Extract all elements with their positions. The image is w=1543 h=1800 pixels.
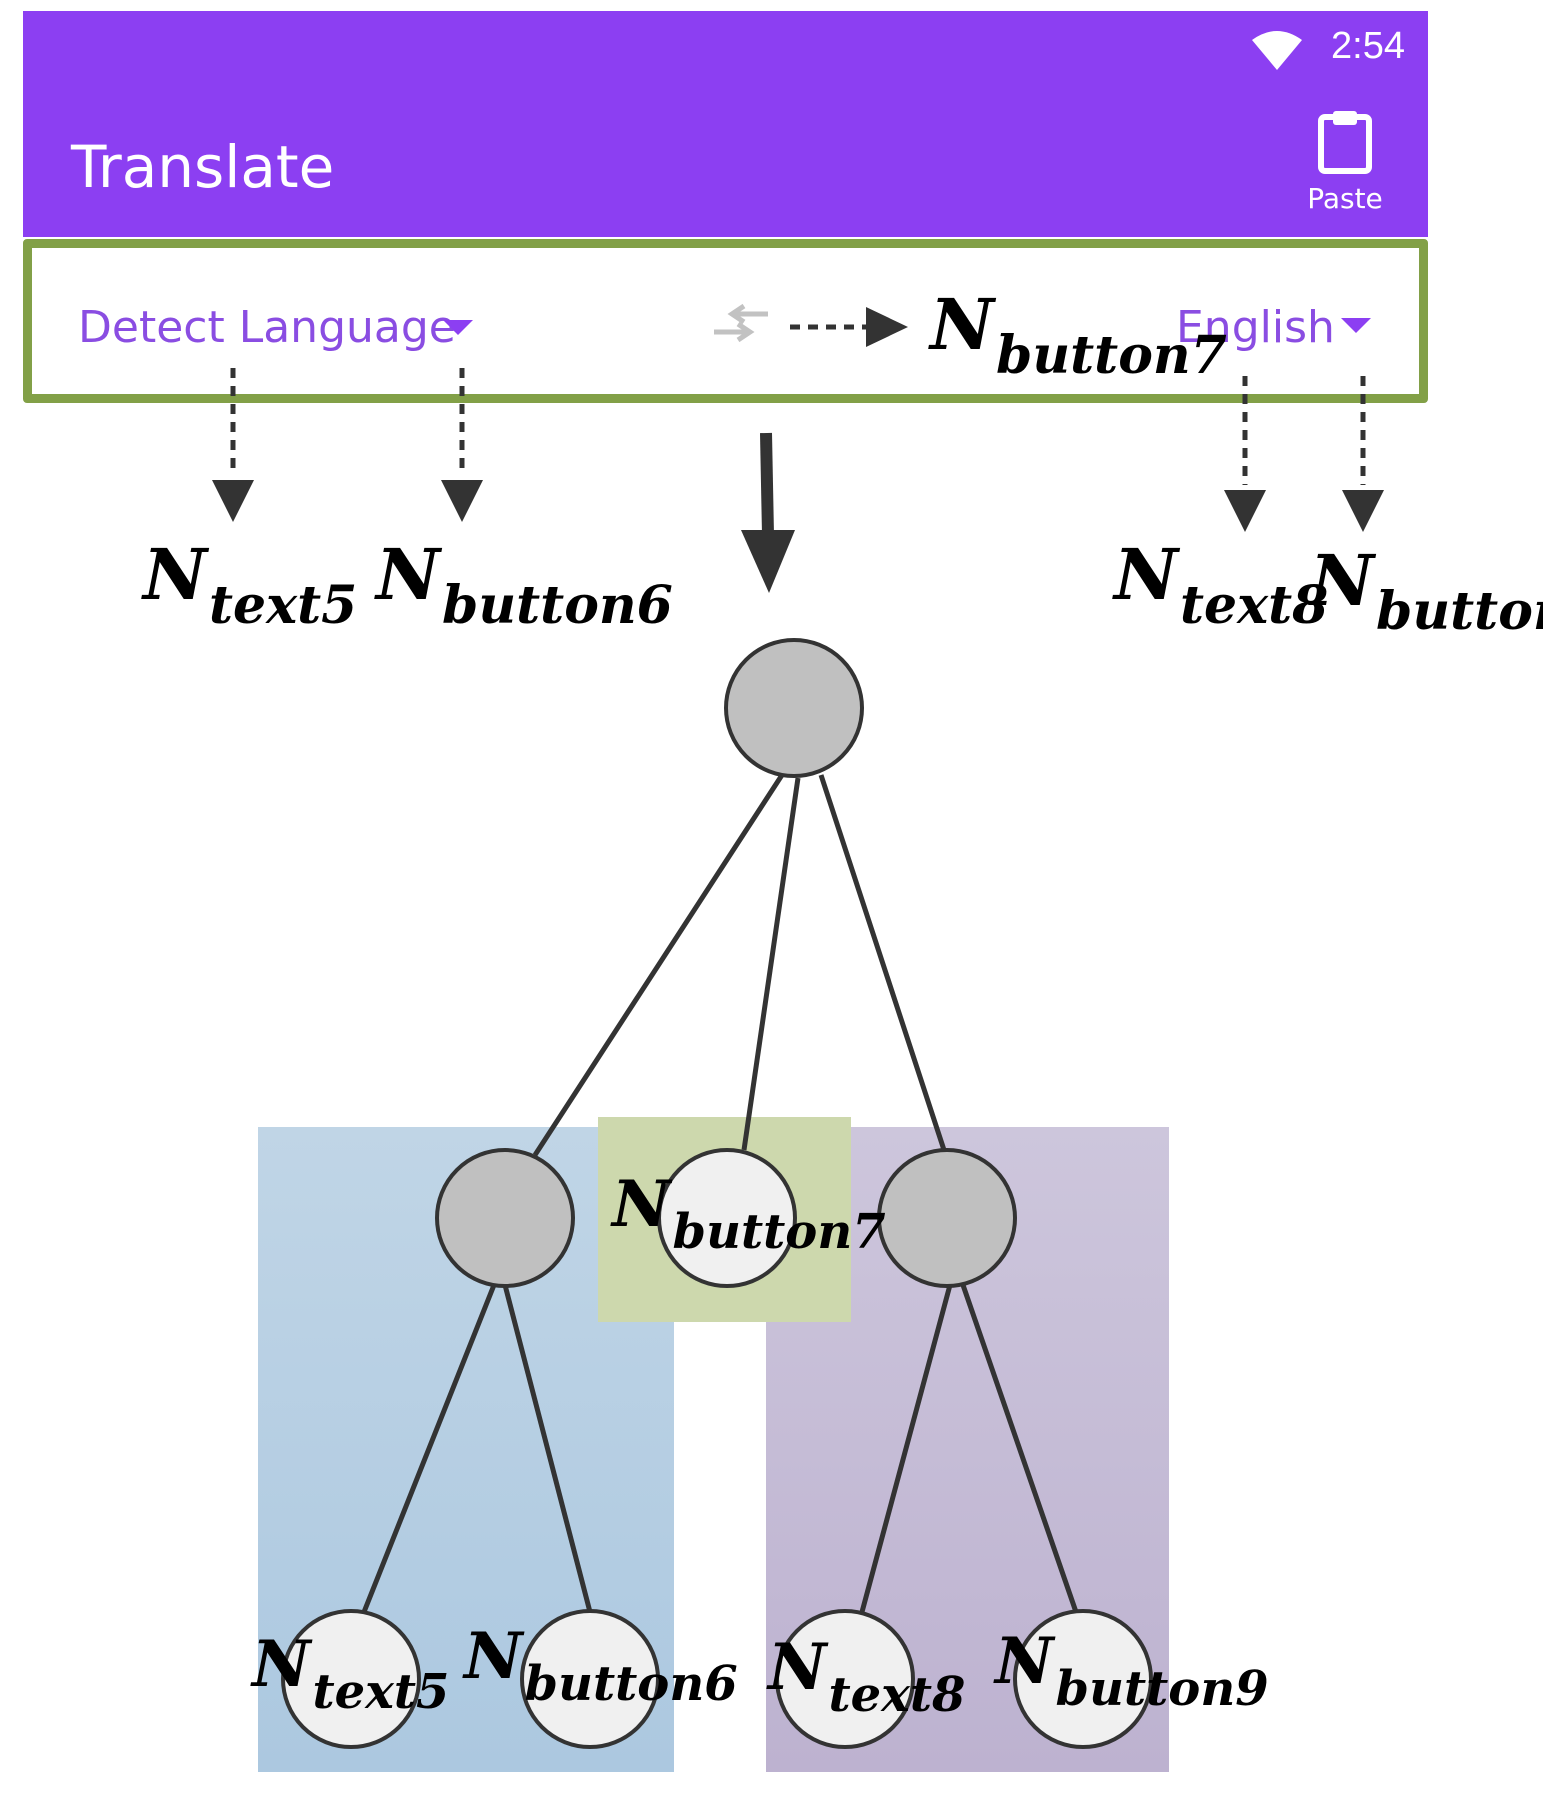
source-language-text[interactable]: Detect Language xyxy=(78,302,456,353)
left-inner-node xyxy=(435,1148,575,1288)
right-inner-node xyxy=(877,1148,1017,1288)
paste-button[interactable]: Paste xyxy=(1302,109,1388,215)
label-button6-node: Nbutton6 xyxy=(464,1619,738,1712)
label-text8-ui: Ntext8 xyxy=(1114,533,1329,636)
label-text5-ui: Ntext5 xyxy=(143,533,358,636)
text5-node xyxy=(281,1609,421,1749)
label-button6-ui: Nbutton6 xyxy=(376,533,673,636)
text8-node xyxy=(775,1609,915,1749)
label-button9-node: Nbutton9 xyxy=(995,1624,1269,1717)
target-dropdown-icon[interactable] xyxy=(1341,318,1371,333)
app-bar: 2:54 Translate Paste xyxy=(23,11,1428,237)
highlight-box xyxy=(23,239,1428,403)
main-arrow xyxy=(760,432,774,536)
status-time: 2:54 xyxy=(1331,25,1405,67)
button9-node xyxy=(1013,1609,1153,1749)
button7-node xyxy=(657,1148,797,1288)
wifi-icon xyxy=(1252,31,1302,70)
paste-label: Paste xyxy=(1307,182,1383,215)
label-text8-node: Ntext8 xyxy=(768,1630,966,1723)
label-button7-node: Nbutton7 xyxy=(612,1167,886,1260)
swap-arrows-icon[interactable] xyxy=(710,300,772,346)
app-title: Translate xyxy=(71,133,335,201)
language-bar xyxy=(23,239,1428,403)
source-dropdown-icon[interactable] xyxy=(443,320,473,335)
tree-edges xyxy=(361,773,1079,1613)
label-button7-ui: Nbutton7 xyxy=(930,283,1227,386)
target-language-text[interactable]: English xyxy=(1176,302,1335,353)
clipboard-icon xyxy=(1318,111,1372,174)
button6-node xyxy=(520,1609,660,1749)
label-text5-node: Ntext5 xyxy=(252,1627,450,1720)
root-node xyxy=(724,638,864,778)
label-button9-ui: Nbutton9 xyxy=(1310,539,1543,642)
